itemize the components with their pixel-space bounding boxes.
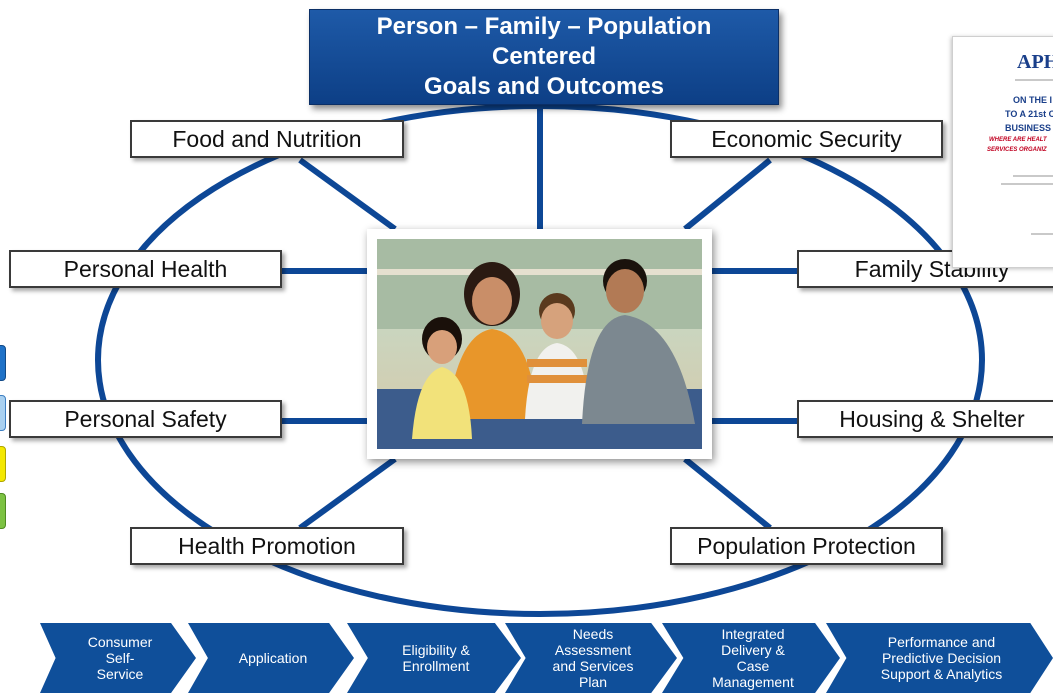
left-tab-green — [0, 493, 6, 529]
connector-population — [683, 456, 772, 531]
node-housing-shelter: Housing & Shelter — [797, 400, 1053, 438]
node-economic-security: Economic Security — [670, 120, 943, 158]
chevron-3-line-2: Enrollment — [402, 658, 470, 674]
chevron-2-line-1: Application — [238, 650, 308, 666]
report-text-line — [1001, 183, 1053, 185]
chevron-4-line-3: and Services — [552, 658, 634, 674]
title-line-2: Centered — [491, 43, 597, 70]
report-line-1: ON THE I — [1013, 95, 1053, 105]
report-line-2: TO A 21st C — [1005, 109, 1053, 119]
chevron-4-line-2: Assessment — [554, 642, 632, 658]
chevron-5-line-2: Delivery & — [721, 642, 785, 658]
node-health-promotion: Health Promotion — [130, 527, 404, 565]
chevron-integrated-delivery: Integrated Delivery & Case Management — [662, 623, 840, 693]
node-food-nutrition: Food and Nutrition — [130, 120, 404, 158]
node-personal-health: Personal Health — [9, 250, 282, 288]
chevron-consumer-self-service: Consumer Self- Service — [40, 623, 196, 693]
node-population-protection: Population Protection — [670, 527, 943, 565]
chevron-4-line-4: Plan — [578, 674, 608, 690]
chevron-needs-assessment: Needs Assessment and Services Plan — [505, 623, 677, 693]
chevron-3-line-1: Eligibility & — [402, 642, 470, 658]
chevron-performance-analytics: Performance and Predictive Decision Supp… — [826, 623, 1053, 693]
report-logo: APH — [1017, 51, 1053, 73]
family-photo-image — [377, 239, 702, 449]
report-line-3: BUSINESS I — [1005, 123, 1053, 133]
report-text-line — [1013, 175, 1053, 177]
chevron-1-line-1: Consumer — [87, 634, 153, 650]
title-line-3: Goals and Outcomes — [423, 73, 665, 100]
left-tab-light-blue — [0, 395, 6, 431]
report-subtitle-1: WHERE ARE HEALT — [989, 137, 1047, 143]
goals-outcomes-title: Person – Family – Population Centered Go… — [309, 9, 779, 105]
connector-lines — [281, 105, 797, 531]
left-tab-blue — [0, 345, 6, 381]
chevron-5-line-4: Management — [712, 674, 794, 690]
chevron-6-line-3: Support & Analytics — [880, 666, 1003, 682]
title-line-1: Person – Family – Population — [376, 13, 712, 40]
connector-food — [298, 157, 397, 232]
report-thumbnail: APH ON THE I TO A 21st C BUSINESS I WHER… — [952, 36, 1053, 268]
report-text-line — [1031, 233, 1053, 235]
chevron-eligibility-enrollment: Eligibility & Enrollment — [347, 623, 521, 693]
left-tab-yellow — [0, 446, 6, 482]
connector-economic — [683, 157, 772, 232]
chevron-6-line-1: Performance and — [887, 634, 996, 650]
node-personal-safety: Personal Safety — [9, 400, 282, 438]
connector-health-promotion — [298, 456, 397, 531]
report-subtitle-2: SERVICES ORGANIZ — [987, 147, 1047, 153]
family-photo — [367, 229, 712, 459]
report-logo-underline — [1015, 79, 1053, 81]
chevron-1-line-2: Self- — [105, 650, 135, 666]
chevron-application: Application — [188, 623, 354, 693]
chevron-1-line-3: Service — [96, 666, 144, 682]
chevron-4-line-1: Needs — [572, 626, 614, 642]
chevron-5-line-3: Case — [736, 658, 770, 674]
chevron-5-line-1: Integrated — [721, 626, 785, 642]
family-illustration — [377, 239, 702, 449]
chevron-6-line-2: Predictive Decision — [881, 650, 1002, 666]
